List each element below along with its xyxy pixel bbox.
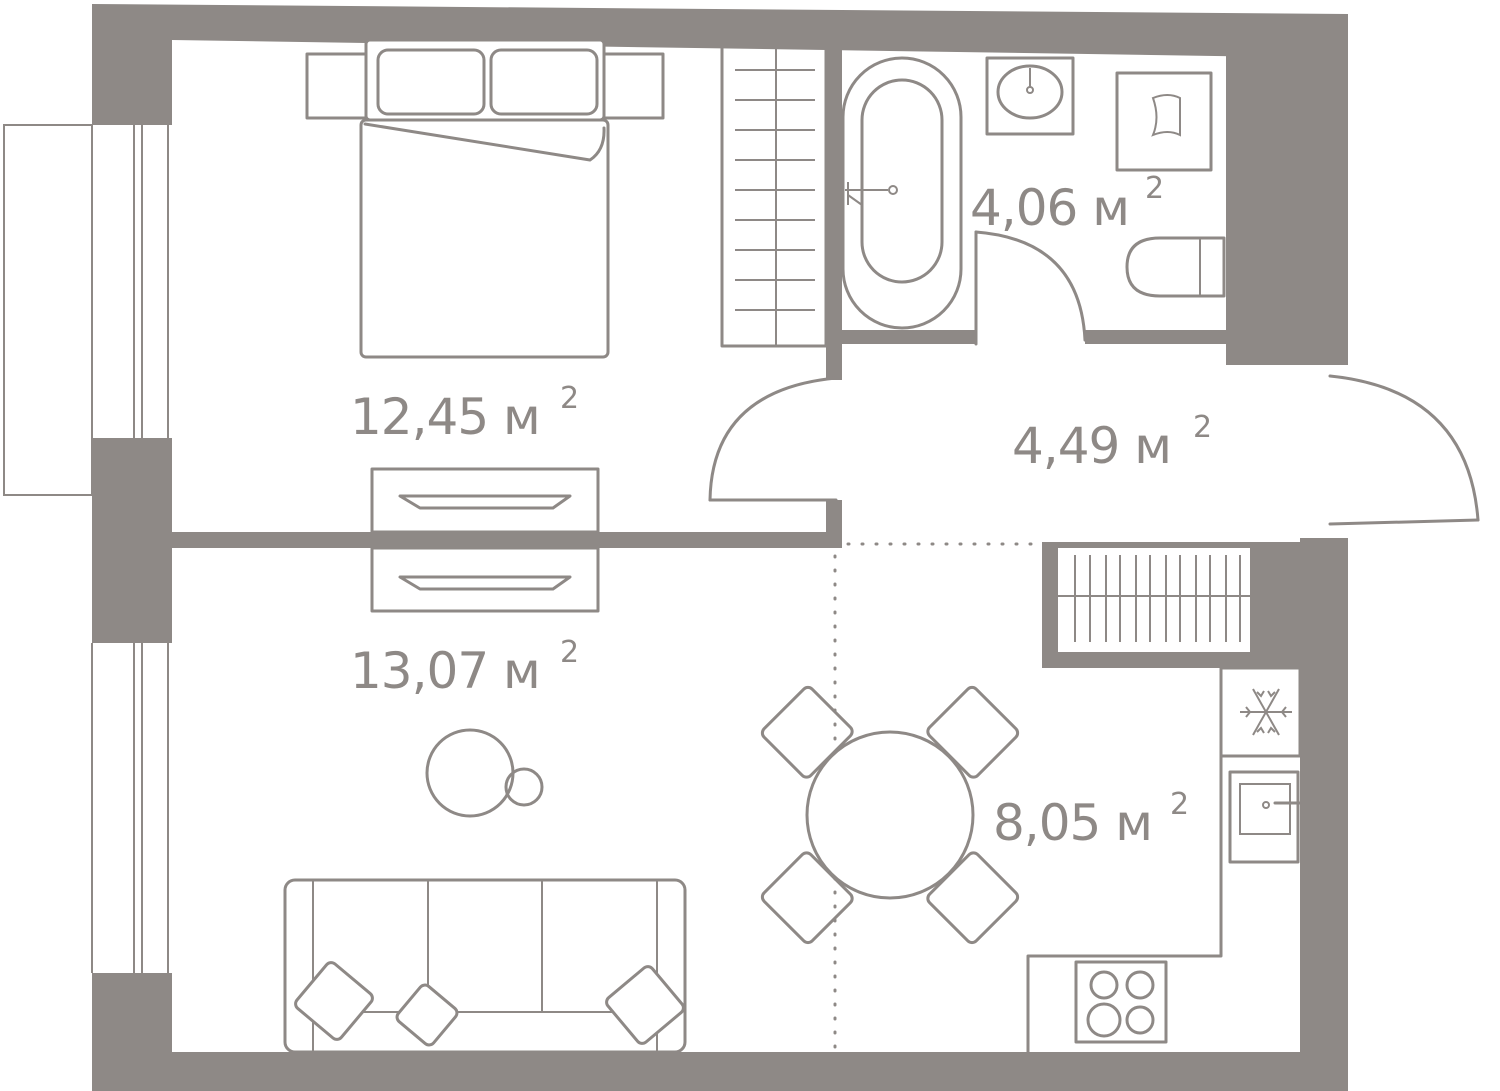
area-living-room: 13,07 м 2 [350,635,579,700]
wall-bath-bottom-left [842,330,976,344]
wardrobe-bedroom [720,38,828,348]
wall-partition-bedroom [172,532,842,548]
area-bathroom-unit-power: 2 [1145,171,1164,206]
coffee-table [425,728,544,818]
wall-niche-right [1250,542,1300,668]
wall-right-lower [1300,538,1348,1091]
area-kitchen-unit-power: 2 [1170,787,1189,822]
door-bathroom [974,230,1087,346]
area-bedroom-unit-power: 2 [560,381,579,416]
window-bedroom [91,125,169,438]
wall-top [92,4,1348,125]
bed [305,38,665,359]
sofa [283,878,687,1054]
dining-table [805,730,975,900]
window-living [91,643,169,973]
wall-bath-bottom-right [1085,330,1226,344]
sink-bathroom [985,56,1075,136]
wall-bottom [92,1052,1348,1091]
dresser [370,467,600,613]
snowflake-icon [1240,688,1292,736]
area-hallway-unit-power: 2 [1193,410,1212,445]
walls [92,4,1348,1091]
door-entrance [1328,374,1480,526]
area-kitchen: 8,05 м 2 [993,787,1189,852]
bathtub [841,56,963,330]
wall-left-mid [92,438,172,643]
door-hall-left [708,376,838,502]
wall-right-upper [1226,40,1348,365]
area-hallway-value: 4,49 м [1012,417,1171,475]
fridge [1219,666,1302,758]
dining-set [760,685,1020,945]
area-bedroom-value: 12,45 м [350,388,540,446]
area-living-unit-power: 2 [560,635,579,670]
area-kitchen-value: 8,05 м [993,794,1152,852]
toilet [1125,236,1226,298]
area-bathroom-value: 4,06 м [970,179,1129,237]
cooktop [1074,960,1168,1044]
washing-machine [1115,71,1213,172]
kitchen-counter [1026,754,1302,1054]
area-bedroom: 12,45 м 2 [350,381,579,446]
wall-partition-vertical [826,40,842,380]
wardrobe-hall [1058,555,1250,642]
windows [3,124,169,973]
area-living-value: 13,07 м [350,642,540,700]
area-bathroom: 4,06 м 2 [970,171,1164,237]
balcony [3,124,93,496]
area-hallway: 4,49 м 2 [1012,410,1212,475]
sofa-pillows [294,961,685,1047]
wall-partition-vertical-low [826,500,842,548]
